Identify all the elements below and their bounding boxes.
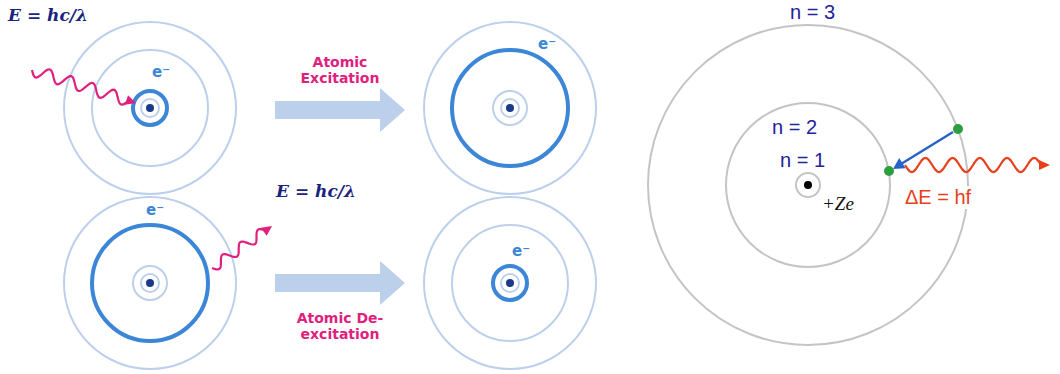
- nucleus-dot: [506, 279, 514, 287]
- process-label: Atomic De-excitation: [284, 310, 396, 342]
- electron-label: e⁻: [146, 202, 164, 218]
- atom-ground: [64, 22, 236, 194]
- orbit: [424, 197, 596, 369]
- photon-energy-formula: E = hc/λ: [8, 6, 88, 26]
- electron-label: e⁻: [152, 64, 170, 80]
- electron-dot: [884, 166, 894, 176]
- orbit: [493, 91, 527, 125]
- orbit: [452, 225, 568, 341]
- occupied-orbit: [452, 50, 568, 166]
- nucleus-dot: [804, 181, 812, 189]
- occupied-orbit: [493, 266, 527, 300]
- energy-level: [648, 25, 968, 345]
- electron-label: e⁻: [538, 36, 556, 52]
- photon-wave-head: [261, 226, 272, 236]
- electron-label: e⁻: [512, 243, 530, 259]
- orbit: [64, 197, 236, 369]
- nucleus: [501, 274, 519, 292]
- energy-level-label: n = 1: [780, 150, 825, 170]
- nucleus: [796, 173, 820, 197]
- transition-arrow-head: [893, 158, 906, 169]
- nuclear-charge-label: +Ze: [822, 193, 854, 215]
- bohr-model: [648, 25, 968, 345]
- nucleus: [141, 274, 159, 292]
- atom-excited: [64, 197, 236, 369]
- orbit: [133, 266, 167, 300]
- photon-wave: [212, 229, 265, 269]
- process-arrow: [275, 261, 405, 305]
- photon-wave: [32, 69, 128, 104]
- nucleus-dot: [146, 279, 154, 287]
- process-label: Atomic Excitation: [284, 54, 396, 86]
- nucleus: [141, 99, 159, 117]
- electron-dot: [953, 124, 963, 134]
- photon-wave: [905, 158, 1041, 172]
- transition-arrow: [900, 132, 953, 165]
- energy-difference-label: ΔE = hf: [903, 186, 973, 209]
- energy-level-label: n = 2: [772, 117, 817, 137]
- energy-level: [726, 103, 890, 267]
- orbit: [92, 50, 208, 166]
- nucleus-dot: [146, 104, 154, 112]
- occupied-orbit: [133, 91, 167, 125]
- atom-excited: [424, 22, 596, 194]
- orbit: [64, 22, 236, 194]
- orbit: [424, 22, 596, 194]
- photon-wave-head: [125, 95, 136, 105]
- photon-wave-head: [1039, 160, 1050, 170]
- nucleus-dot: [506, 104, 514, 112]
- atom-ground: [424, 197, 596, 369]
- dynamic-art: [32, 69, 1050, 269]
- occupied-orbit: [92, 225, 208, 341]
- photon-energy-formula: E = hc/λ: [276, 182, 356, 202]
- energy-level-label: n = 3: [790, 2, 835, 22]
- process-arrow: [275, 88, 405, 132]
- nucleus: [501, 99, 519, 117]
